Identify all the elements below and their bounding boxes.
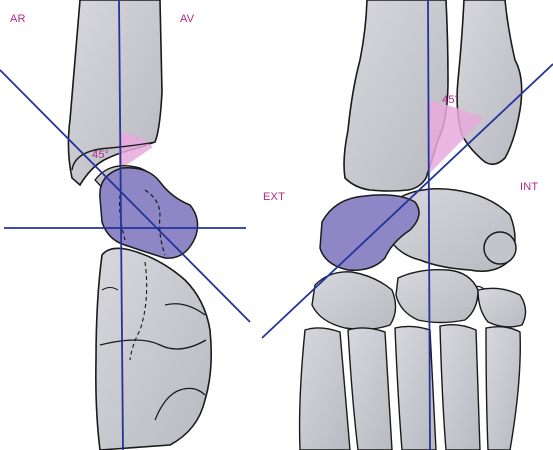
left-tibia [67,0,163,187]
label-ext: EXT [263,191,285,203]
label-av: AV [180,13,195,25]
left-tibia-end [71,141,156,171]
left-oblique-axis [0,69,251,323]
right-cuneiform-2 [477,287,527,328]
left-joint-line-3 [154,387,206,421]
right-vertical-axis [427,0,431,450]
right-metatarsal-4 [439,323,481,450]
left-vertical-axis [118,0,124,450]
left-talus-dashed [144,189,166,256]
label-angle-right: 45° [442,94,459,106]
left-panel [0,0,251,450]
right-oblique-axis [261,63,553,339]
right-angle-wedge [428,100,484,175]
label-ar: AR [10,13,26,25]
right-metatarsal-1 [298,327,351,450]
right-cuboid [311,271,397,331]
right-metatarsal-2 [347,327,393,450]
right-talus [319,194,420,271]
right-tibia [343,0,449,192]
label-int: INT [520,181,538,193]
right-panel [261,0,553,450]
left-joint-line-2 [164,303,206,316]
label-angle-left: 45° [92,149,109,161]
left-angle-wedge [119,132,153,170]
right-metatarsal-5 [485,325,521,450]
right-fibula [456,0,523,166]
left-talus [99,167,199,259]
right-cuneiform-1 [395,268,479,324]
left-calcaneus [95,247,213,450]
right-navicular [483,231,517,265]
left-joint-line-4 [101,286,119,291]
